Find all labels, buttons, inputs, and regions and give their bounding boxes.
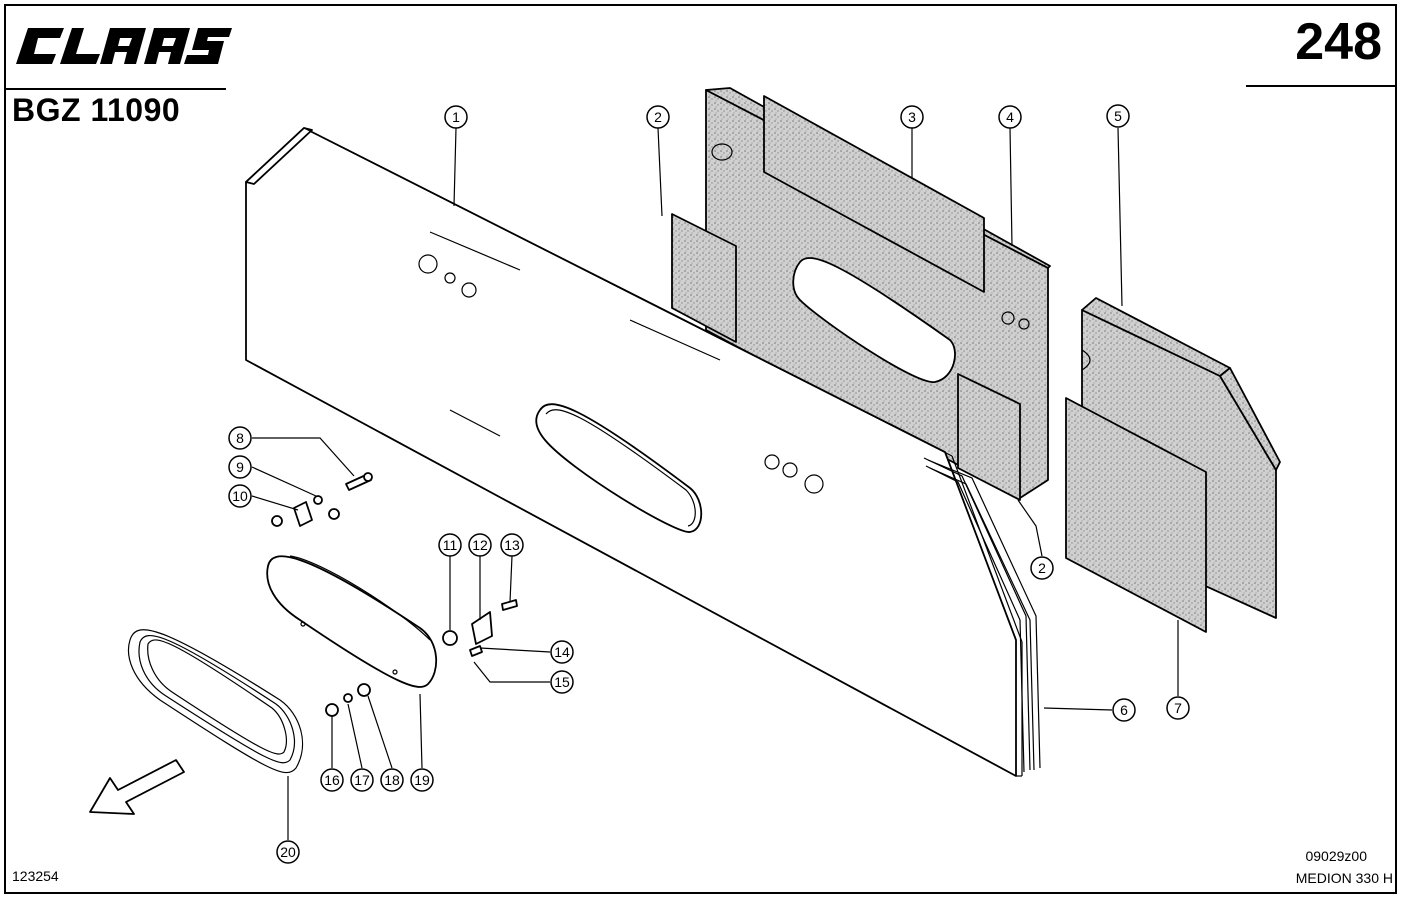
callout-label: 15	[554, 674, 570, 690]
callout-20: 20	[276, 840, 300, 864]
callout-2-bottom: 2	[1030, 556, 1054, 580]
part-20-seal-ring	[127, 629, 304, 774]
page-frame	[4, 4, 1397, 894]
part-3-strip	[763, 95, 985, 293]
callout-label: 16	[324, 772, 340, 788]
callout-label: 11	[443, 537, 458, 553]
callout-label: 20	[280, 844, 296, 860]
page-number: 248	[1295, 13, 1382, 71]
claas-logo-mark	[16, 28, 232, 64]
part-6-edge-profile	[923, 457, 1041, 773]
callout-18: 18	[380, 768, 404, 792]
callout-label: 3	[908, 109, 916, 125]
callout-13: 13	[500, 533, 524, 557]
callout-label: 1	[452, 109, 460, 125]
part-7-pad	[1065, 397, 1207, 633]
callout-2-top: 2	[646, 105, 670, 129]
callout-4: 4	[998, 105, 1022, 129]
callout-label: 10	[232, 488, 248, 504]
part-2-pad-left	[671, 213, 737, 343]
callout-label: 13	[504, 537, 520, 553]
part-1-main-panel	[245, 127, 1023, 777]
document-code: BGZ 11090	[12, 92, 181, 128]
callout-10: 10	[228, 484, 252, 508]
hardware-screws-washers	[271, 472, 518, 717]
callout-16: 16	[320, 768, 344, 792]
callout-1: 1	[444, 105, 468, 129]
header-rule	[6, 88, 226, 90]
leader-lines	[251, 127, 1179, 840]
callout-15: 15	[550, 670, 574, 694]
callout-5: 5	[1106, 104, 1130, 128]
callout-12: 12	[468, 533, 492, 557]
callout-14: 14	[550, 640, 574, 664]
callout-label: 6	[1120, 702, 1128, 718]
callout-label: 18	[384, 772, 400, 788]
callout-7: 7	[1166, 696, 1190, 720]
callout-3: 3	[900, 105, 924, 129]
callout-label: 2	[654, 109, 662, 125]
part-19-cover-plate	[266, 555, 438, 688]
callout-9: 9	[228, 455, 252, 479]
callout-label: 8	[236, 430, 244, 446]
direction-arrow-icon	[89, 759, 185, 815]
callout-label: 2	[1038, 560, 1046, 576]
callout-6: 6	[1112, 698, 1136, 722]
callout-label: 4	[1006, 109, 1014, 125]
claas-logo	[14, 22, 234, 75]
callout-17: 17	[350, 768, 374, 792]
page-number-rule	[1246, 85, 1396, 87]
part-2-pad-right	[957, 373, 1021, 501]
callout-label: 19	[414, 772, 430, 788]
footer-left-code: 123254	[12, 868, 59, 884]
footer-drawing-code: 09029z00	[1305, 848, 1367, 864]
callout-label: 5	[1114, 108, 1122, 124]
callout-11: 11	[438, 533, 462, 557]
callout-label: 7	[1174, 700, 1182, 716]
callout-19: 19	[410, 768, 434, 792]
callout-8: 8	[228, 426, 252, 450]
callout-label: 14	[554, 644, 570, 660]
callout-label: 12	[472, 537, 488, 553]
callout-label: 9	[236, 459, 244, 475]
footer-model: MEDION 330 H	[1295, 870, 1393, 886]
callout-label: 17	[354, 772, 370, 788]
